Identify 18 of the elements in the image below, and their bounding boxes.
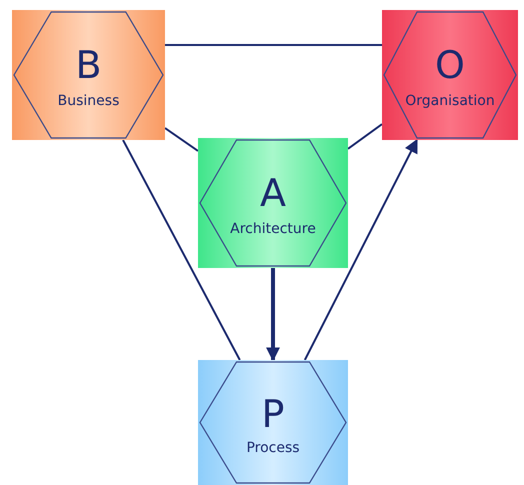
arrow [266, 268, 280, 362]
hexagon-tile [12, 10, 165, 140]
connector-line [164, 127, 199, 152]
hexagon-tile [198, 360, 348, 485]
connector-line [122, 140, 241, 360]
node-label: Business [56, 93, 120, 110]
letter-label: P [260, 395, 286, 433]
letter-label: B [74, 46, 103, 84]
letter-label: A [259, 174, 287, 212]
node-label: Organisation [404, 93, 496, 110]
hexagon-tile [382, 10, 518, 140]
hexagon-tile [198, 138, 348, 268]
arrow [304, 138, 418, 360]
connector-line [347, 123, 383, 150]
connector-line [165, 44, 382, 46]
node-label: Architecture [229, 221, 317, 238]
letter-label: O [434, 46, 466, 84]
node-label: Process [245, 440, 301, 456]
